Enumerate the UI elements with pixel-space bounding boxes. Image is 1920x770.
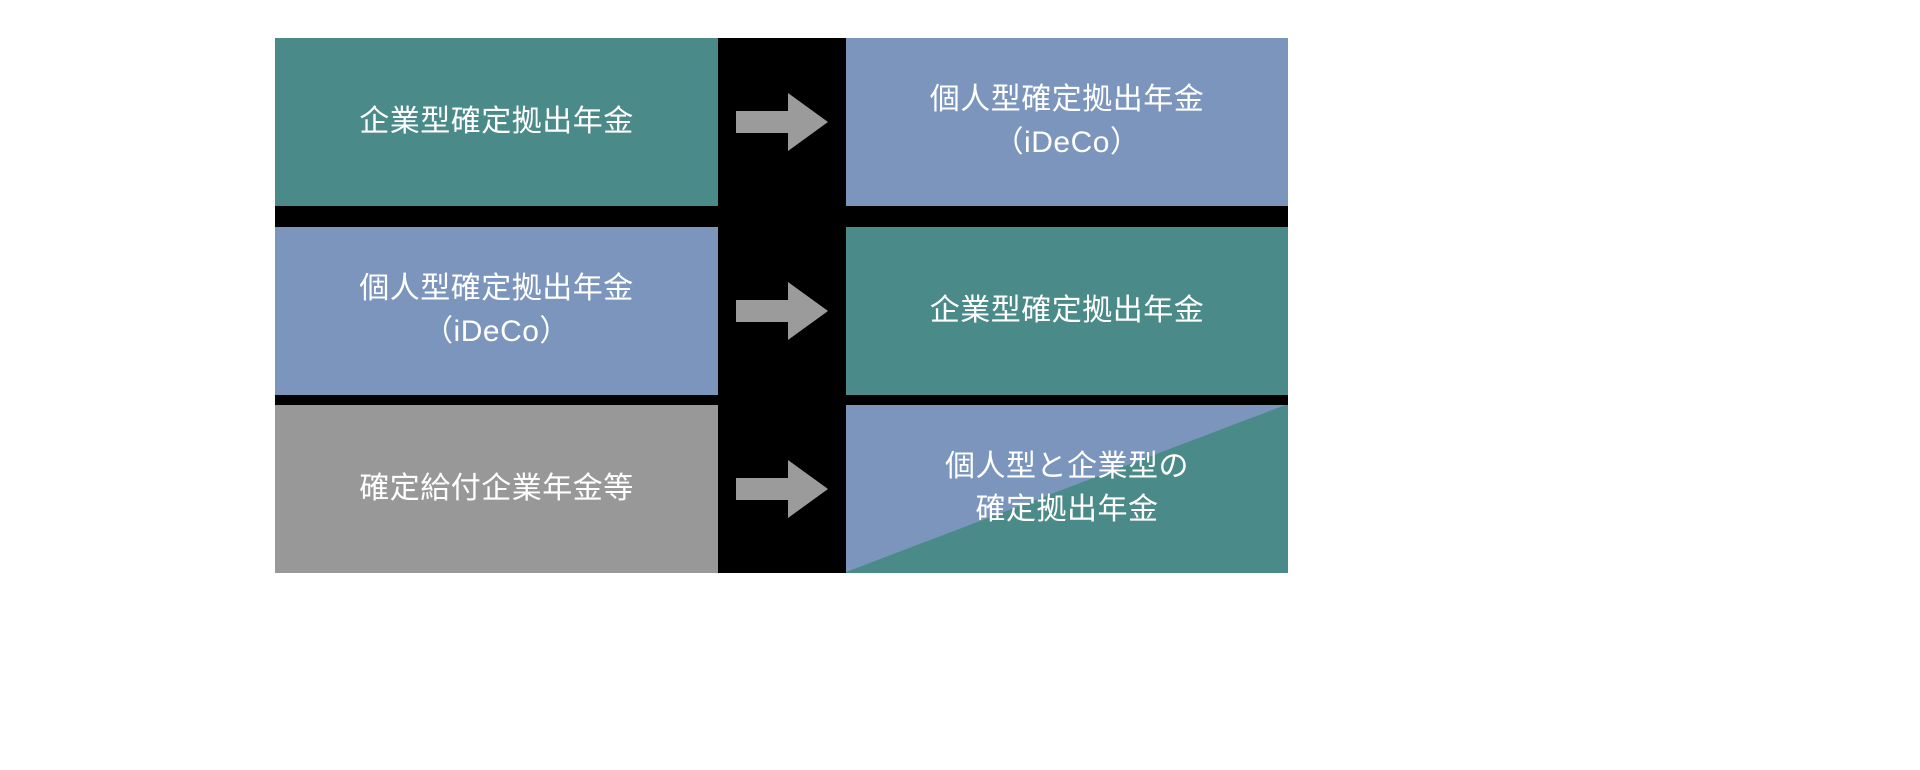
source-cell-row-3[interactable]: 確定給付企業年金等 xyxy=(275,405,718,573)
target-label-row-3: 個人型と企業型の 確定拠出年金 xyxy=(945,450,1189,526)
target-cell-row-1[interactable]: 個人型確定拠出年金 （iDeCo） xyxy=(846,38,1288,206)
target-cell-row-2[interactable]: 企業型確定拠出年金 xyxy=(846,227,1288,395)
arrow-cell-row-3 xyxy=(718,405,846,573)
target-label-row-1: 個人型確定拠出年金 （iDeCo） xyxy=(929,83,1205,159)
target-label-row-2: 企業型確定拠出年金 xyxy=(929,293,1205,327)
source-label-row-1: 企業型確定拠出年金 xyxy=(359,104,634,138)
arrow-right-icon xyxy=(736,93,828,151)
source-label-row-3: 確定給付企業年金等 xyxy=(359,471,634,505)
transition-row: 確定給付企業年金等 個人型と企業型の 確定拠出年金 xyxy=(275,405,1288,573)
source-cell-row-1[interactable]: 企業型確定拠出年金 xyxy=(275,38,718,206)
arrow-right-icon xyxy=(736,282,828,340)
source-cell-row-2[interactable]: 個人型確定拠出年金 （iDeCo） xyxy=(275,227,718,395)
transition-row: 企業型確定拠出年金 個人型確定拠出年金 （iDeCo） xyxy=(275,38,1288,206)
transition-row: 個人型確定拠出年金 （iDeCo） 企業型確定拠出年金 xyxy=(275,227,1288,395)
arrow-cell-row-1 xyxy=(718,38,846,206)
arrow-cell-row-2 xyxy=(718,227,846,395)
source-label-row-2: 個人型確定拠出年金 （iDeCo） xyxy=(359,272,634,348)
transition-matrix: 企業型確定拠出年金 個人型確定拠出年金 （iDeCo） 個人型確定拠出年金 （i… xyxy=(275,38,1288,573)
arrow-right-icon xyxy=(736,460,828,518)
target-cell-row-3[interactable]: 個人型と企業型の 確定拠出年金 xyxy=(846,405,1288,573)
